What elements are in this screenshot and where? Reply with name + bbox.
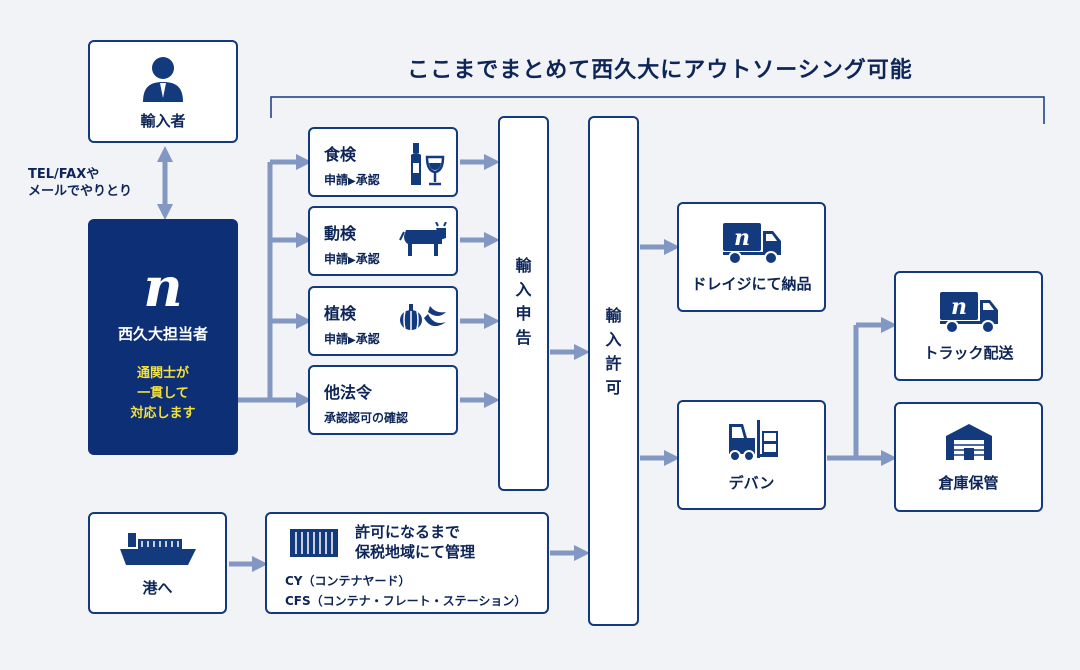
bonded-cfs: CFS（コンテナ・フレート・ステーション） xyxy=(285,594,527,608)
agent-name: 西久大担当者 xyxy=(117,325,208,343)
highlight-line: 一貫して xyxy=(137,386,189,401)
truck-icon: n xyxy=(722,222,781,265)
food-inspection-title: 食検 xyxy=(324,145,357,164)
step-apply: 申請 xyxy=(324,173,349,187)
importer-box: 輸入者 xyxy=(88,40,238,143)
play-icon: ▶ xyxy=(348,335,356,346)
play-icon: ▶ xyxy=(348,176,356,187)
play-icon: ▶ xyxy=(348,255,356,266)
drayage-box: n ドレイジにて納品 xyxy=(677,202,826,312)
ship-icon xyxy=(119,532,196,565)
devan-branch-line xyxy=(827,325,859,461)
forklift-icon xyxy=(728,419,778,462)
warehouse-label: 倉庫保管 xyxy=(938,473,999,492)
warehouse-icon xyxy=(945,423,992,460)
bonded-title: 許可になるまで 保税地域にて管理 xyxy=(355,522,475,562)
animal-inspection-title: 動検 xyxy=(324,224,357,243)
plant-inspection-box: 植検 申請▶承認 xyxy=(308,286,458,356)
animal-inspection-steps: 申請▶承認 xyxy=(324,250,380,267)
import-permit-label: 輸入許可 xyxy=(605,306,622,397)
drayage-label: ドレイジにて納品 xyxy=(691,274,812,293)
highlight-line: 通関士が xyxy=(136,366,189,381)
animal-inspection-box: 動検 申請▶承認 xyxy=(308,206,458,276)
warehouse-box: 倉庫保管 xyxy=(894,402,1043,512)
step-apply: 申請 xyxy=(324,252,349,266)
svg-text:n: n xyxy=(951,294,967,320)
agent-highlight: 通関士が 一貫して 対応します xyxy=(88,364,238,424)
import-declaration-box: 輸入申告 xyxy=(498,116,549,491)
svg-text:n: n xyxy=(734,225,750,251)
truck-delivery-box: n トラック配送 xyxy=(894,271,1043,381)
agent-branch-line xyxy=(238,162,273,403)
devan-label: デバン xyxy=(728,473,775,492)
container-icon xyxy=(290,529,338,557)
devan-box: デバン xyxy=(677,400,826,510)
headline: ここまでまとめて西久大にアウトソーシング可能 xyxy=(407,58,913,83)
import-declaration-label: 輸入申告 xyxy=(515,256,532,347)
step-approve: 承認 xyxy=(355,173,380,187)
plant-inspection-steps: 申請▶承認 xyxy=(324,330,380,347)
bonded-area-box: 許可になるまで 保税地域にて管理 CY（コンテナヤード） CFS（コンテナ・フレ… xyxy=(265,512,549,614)
truck-delivery-label: トラック配送 xyxy=(923,343,1014,362)
bonded-title-line1: 許可になるまで xyxy=(355,523,461,541)
food-inspection-box: 食検 申請▶承認 xyxy=(308,127,458,197)
truck-icon: n xyxy=(939,291,998,334)
other-law-box: 他法令 承認認可の確認 xyxy=(308,365,458,435)
outsource-bracket xyxy=(270,96,1045,124)
port-label: 港へ xyxy=(142,578,173,597)
wine-icon xyxy=(411,143,445,186)
import-permit-box: 輸入許可 xyxy=(588,116,639,626)
importer-label: 輸入者 xyxy=(140,112,186,130)
contact-note-line2: メールでやりとり xyxy=(28,184,133,199)
other-law-desc: 承認認可の確認 xyxy=(324,411,409,425)
fruit-icon xyxy=(400,304,446,330)
port-box: 港へ xyxy=(88,512,227,614)
other-law-title: 他法令 xyxy=(324,383,373,402)
person-icon xyxy=(143,57,183,102)
step-approve: 承認 xyxy=(355,252,380,266)
contact-note: TEL/FAXや メールでやりとり xyxy=(28,166,132,200)
step-apply: 申請 xyxy=(324,332,349,346)
bonded-title-line2: 保税地域にて管理 xyxy=(355,543,476,561)
plant-inspection-title: 植検 xyxy=(324,304,357,323)
food-inspection-steps: 申請▶承認 xyxy=(324,171,380,188)
step-approve: 承認 xyxy=(355,332,380,346)
highlight-line: 対応します xyxy=(130,406,196,421)
bonded-cy: CY（コンテナヤード） xyxy=(285,574,411,588)
company-logo: n xyxy=(143,255,183,319)
agent-box: n 西久大担当者 通関士が 一貫して 対応します xyxy=(88,219,238,455)
cow-icon xyxy=(399,222,447,256)
contact-note-line1: TEL/FAXや xyxy=(28,167,100,182)
